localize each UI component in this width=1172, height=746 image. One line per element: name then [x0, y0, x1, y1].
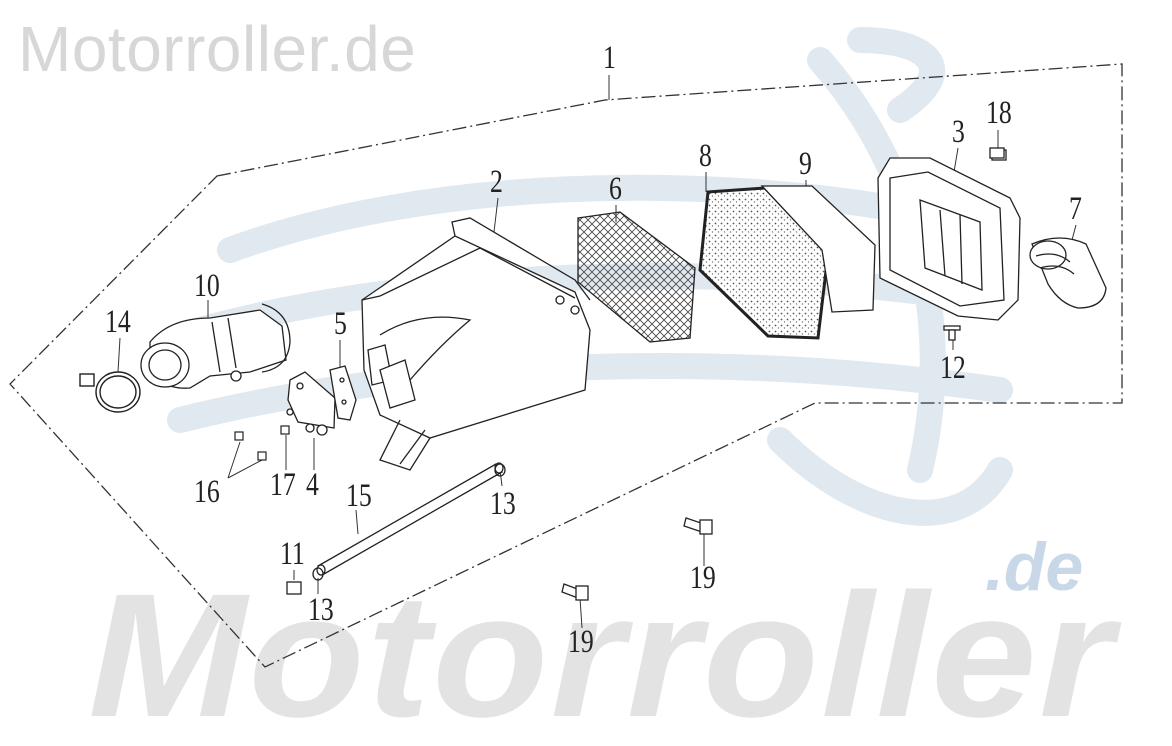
- callout-7: 7: [1069, 191, 1082, 227]
- bolt-18: [989, 147, 1005, 159]
- air-box-housing: [361, 217, 591, 471]
- mount-bracket: [286, 371, 336, 436]
- callout-1: 1: [603, 40, 616, 76]
- callout-15: 15: [346, 478, 372, 514]
- callout-3: 3: [952, 114, 965, 150]
- callout-9: 9: [799, 146, 812, 182]
- callout-19-right: 19: [690, 560, 716, 596]
- screw-11: [286, 581, 302, 595]
- callout-8: 8: [699, 138, 712, 174]
- callout-16: 16: [194, 474, 220, 510]
- callout-18: 18: [986, 95, 1012, 131]
- filter-screen: [577, 211, 696, 343]
- hose-clamp: [79, 371, 141, 413]
- screw-12: [943, 325, 961, 341]
- callout-12: 12: [940, 350, 966, 386]
- callout-6: 6: [609, 171, 622, 207]
- callout-13-lower: 13: [308, 592, 334, 628]
- screws-16-17: [234, 425, 290, 461]
- callout-17: 17: [270, 467, 296, 503]
- bolts-19: [561, 517, 713, 601]
- assembly-outline: [9, 63, 1123, 668]
- callout-2: 2: [490, 164, 503, 200]
- intake-elbow: [1029, 237, 1107, 309]
- bracket-plate: [329, 365, 357, 421]
- callout-4: 4: [306, 467, 319, 503]
- filter-sponge: [760, 185, 876, 313]
- drain-tube: [316, 462, 504, 576]
- callout-13-upper: 13: [490, 486, 516, 522]
- watermark-suffix: .de: [985, 529, 1084, 605]
- callout-5: 5: [334, 306, 347, 342]
- watermark-bottom: Motorroller: [88, 558, 1115, 746]
- callout-11: 11: [280, 536, 305, 572]
- hose-clips: [312, 463, 506, 581]
- watermark-top: Motorroller.de: [18, 13, 417, 85]
- callout-19-left: 19: [568, 624, 594, 660]
- callout-10: 10: [194, 268, 220, 304]
- intake-duct: [140, 303, 291, 389]
- air-box-cover: [877, 149, 1021, 321]
- callout-14: 14: [105, 304, 131, 340]
